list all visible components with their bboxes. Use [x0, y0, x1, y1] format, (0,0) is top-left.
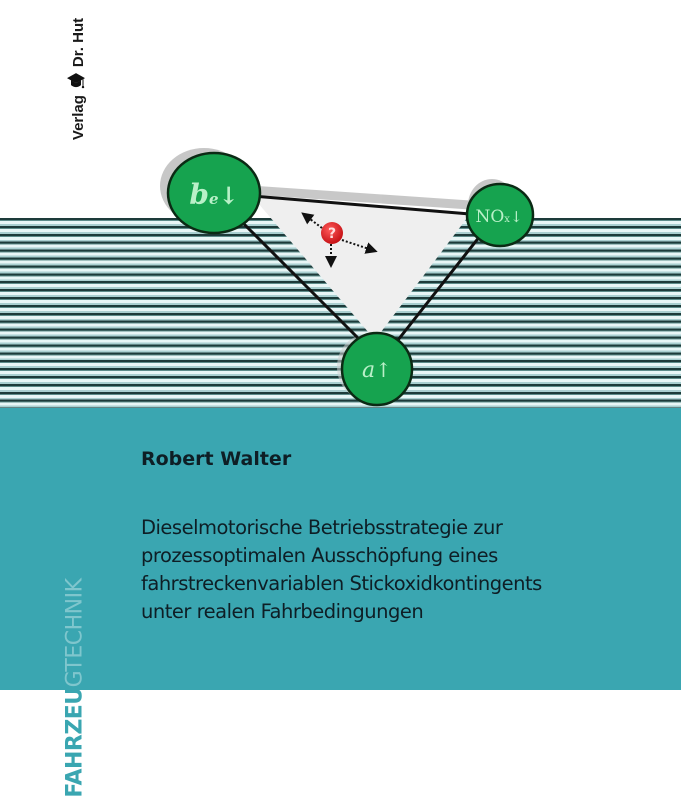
publisher-logo: Verlag Dr. Hut — [58, 4, 98, 154]
author-name: Robert Walter — [141, 448, 292, 470]
node-a: a↑ — [340, 331, 414, 407]
title-line: Dieselmotorische Betriebsstrategie zur — [141, 516, 503, 539]
series-label: FAHRZEUGTECHNIK — [60, 578, 90, 798]
title-line: fahrstreckenvariablen Stickoxidkontingen… — [141, 572, 542, 595]
question-marker: ? — [301, 212, 378, 268]
svg-text:NOx↓: NOx↓ — [475, 207, 522, 227]
series-label-part2: GTECHNIK — [62, 578, 88, 688]
node-be: be↓ — [166, 151, 262, 235]
mortarboard-icon — [66, 71, 90, 91]
svg-text:a↑: a↑ — [362, 358, 392, 383]
node-nox: NOx↓ — [465, 182, 535, 248]
teal-band — [0, 408, 681, 690]
title-line: unter realen Fahrbedingungen — [141, 600, 424, 623]
triangle — [252, 196, 470, 340]
svg-text:?: ? — [328, 226, 336, 242]
title-line: prozessoptimalen Ausschöpfung eines — [141, 544, 498, 567]
optimization-triangle-diagram: ? be↓ NOx↓ a↑ — [160, 148, 535, 407]
book-title: Dieselmotorische Betriebsstrategie zur p… — [141, 514, 621, 626]
series-label-part1: FAHRZEU — [62, 687, 88, 798]
svg-text:be↓: be↓ — [189, 178, 238, 211]
